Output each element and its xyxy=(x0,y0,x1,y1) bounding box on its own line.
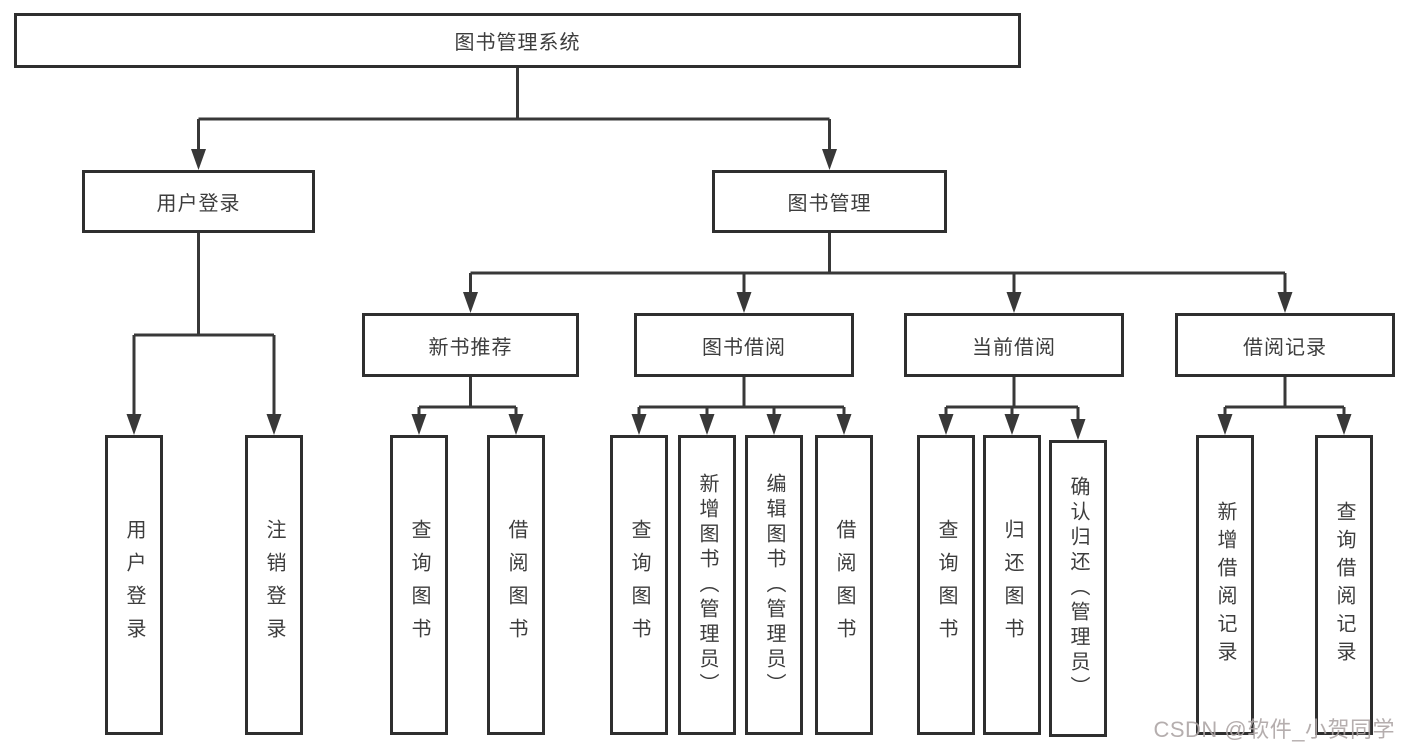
leaf-user-login-label: 用户登录 xyxy=(123,519,145,651)
leaf-borrow-books-2: 借阅图书 xyxy=(815,435,873,735)
node-new-book-recommend: 新书推荐 xyxy=(362,313,579,377)
node-borrowing-records: 借阅记录 xyxy=(1175,313,1395,377)
leaf-query-borrow-record-label: 查询借阅记录 xyxy=(1333,501,1355,669)
leaf-query-books-1: 查询图书 xyxy=(390,435,448,735)
leaf-return-books-label: 归还图书 xyxy=(1001,519,1023,651)
leaf-query-books-3: 查询图书 xyxy=(917,435,975,735)
leaf-add-borrow-record: 新增借阅记录 xyxy=(1196,435,1254,735)
leaf-query-books-1-label: 查询图书 xyxy=(408,519,430,651)
leaf-query-books-2-label: 查询图书 xyxy=(628,519,650,651)
leaf-borrow-books-2-label: 借阅图书 xyxy=(833,519,855,651)
leaf-logout-label: 注销登录 xyxy=(263,519,285,651)
node-current-borrowing-label: 当前借阅 xyxy=(972,336,1056,359)
node-book-management-label: 图书管理 xyxy=(787,193,872,215)
leaf-logout: 注销登录 xyxy=(245,435,303,735)
node-user-login: 用户登录 xyxy=(82,170,315,233)
leaf-confirm-return-admin-label: 确认归还（管理员） xyxy=(1067,476,1089,701)
csdn-watermark: CSDN @软件_小贺同学 xyxy=(1153,717,1395,742)
node-root: 图书管理系统 xyxy=(14,13,1021,68)
leaf-return-books: 归还图书 xyxy=(983,435,1041,735)
leaf-edit-books-admin: 编辑图书（管理员） xyxy=(745,435,803,735)
leaf-edit-books-admin-label: 编辑图书（管理员） xyxy=(763,472,785,698)
leaf-borrow-books-1-label: 借阅图书 xyxy=(505,519,527,651)
leaf-query-books-3-label: 查询图书 xyxy=(935,519,957,651)
leaf-borrow-books-1: 借阅图书 xyxy=(487,435,545,735)
node-book-management: 图书管理 xyxy=(712,170,947,233)
node-book-borrowing: 图书借阅 xyxy=(634,313,854,377)
node-user-login-label: 用户登录 xyxy=(156,193,241,215)
node-new-book-recommend-label: 新书推荐 xyxy=(428,336,513,359)
leaf-add-borrow-record-label: 新增借阅记录 xyxy=(1214,501,1236,669)
node-root-label: 图书管理系统 xyxy=(454,32,581,54)
node-book-borrowing-label: 图书借阅 xyxy=(702,336,786,359)
leaf-add-books-admin: 新增图书（管理员） xyxy=(678,435,736,735)
leaf-query-books-2: 查询图书 xyxy=(610,435,668,735)
leaf-confirm-return-admin: 确认归还（管理员） xyxy=(1049,440,1107,737)
leaf-add-books-admin-label: 新增图书（管理员） xyxy=(696,472,718,698)
node-current-borrowing: 当前借阅 xyxy=(904,313,1124,377)
leaf-user-login: 用户登录 xyxy=(105,435,163,735)
leaf-query-borrow-record: 查询借阅记录 xyxy=(1315,435,1373,735)
node-borrowing-records-label: 借阅记录 xyxy=(1243,336,1327,359)
